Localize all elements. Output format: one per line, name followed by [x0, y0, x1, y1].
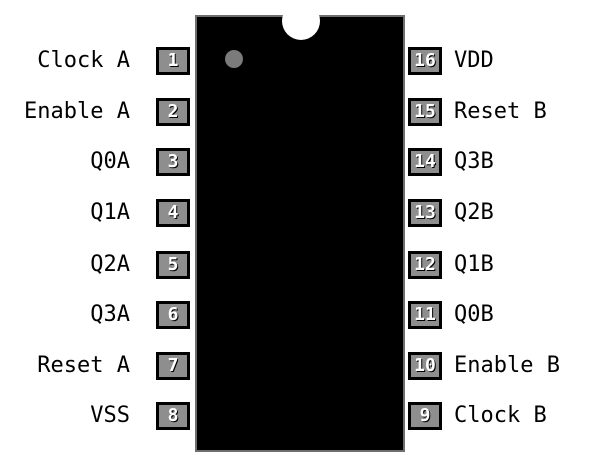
pin-1-label: Clock A — [37, 48, 130, 73]
pin-16-number: 16 — [408, 47, 442, 75]
orientation-notch — [282, 2, 320, 40]
pin-9-number: 9 — [408, 402, 442, 430]
pin-10-number: 10 — [408, 352, 442, 380]
pin-12-number: 12 — [408, 251, 442, 279]
pin-15-number: 15 — [408, 98, 442, 126]
pin-2-label: Enable A — [24, 99, 130, 124]
pin1-marker-dot — [225, 50, 243, 68]
pin-5-number: 5 — [156, 251, 190, 279]
pin-9-label: Clock B — [454, 403, 547, 428]
pin-12-label: Q1B — [454, 252, 494, 277]
pin-13-label: Q2B — [454, 200, 494, 225]
pin-14-number: 14 — [408, 148, 442, 176]
pin-3-number: 3 — [156, 148, 190, 176]
pin-8-label: VSS — [90, 403, 130, 428]
pin-3-label: Q0A — [90, 149, 130, 174]
pin-11-label: Q0B — [454, 302, 494, 327]
pin-7-number: 7 — [156, 352, 190, 380]
pin-8-number: 8 — [156, 402, 190, 430]
pin-5-label: Q2A — [90, 252, 130, 277]
pin-1-number: 1 — [156, 47, 190, 75]
pin-10-label: Enable B — [454, 353, 560, 378]
pin-14-label: Q3B — [454, 149, 494, 174]
pin-6-label: Q3A — [90, 302, 130, 327]
pin-4-label: Q1A — [90, 200, 130, 225]
pin-4-number: 4 — [156, 199, 190, 227]
pin-15-label: Reset B — [454, 99, 547, 124]
pin-11-number: 11 — [408, 301, 442, 329]
pin-2-number: 2 — [156, 98, 190, 126]
pin-13-number: 13 — [408, 199, 442, 227]
chip-body — [195, 15, 405, 452]
pin-7-label: Reset A — [37, 353, 130, 378]
pin-6-number: 6 — [156, 301, 190, 329]
pin-16-label: VDD — [454, 48, 494, 73]
